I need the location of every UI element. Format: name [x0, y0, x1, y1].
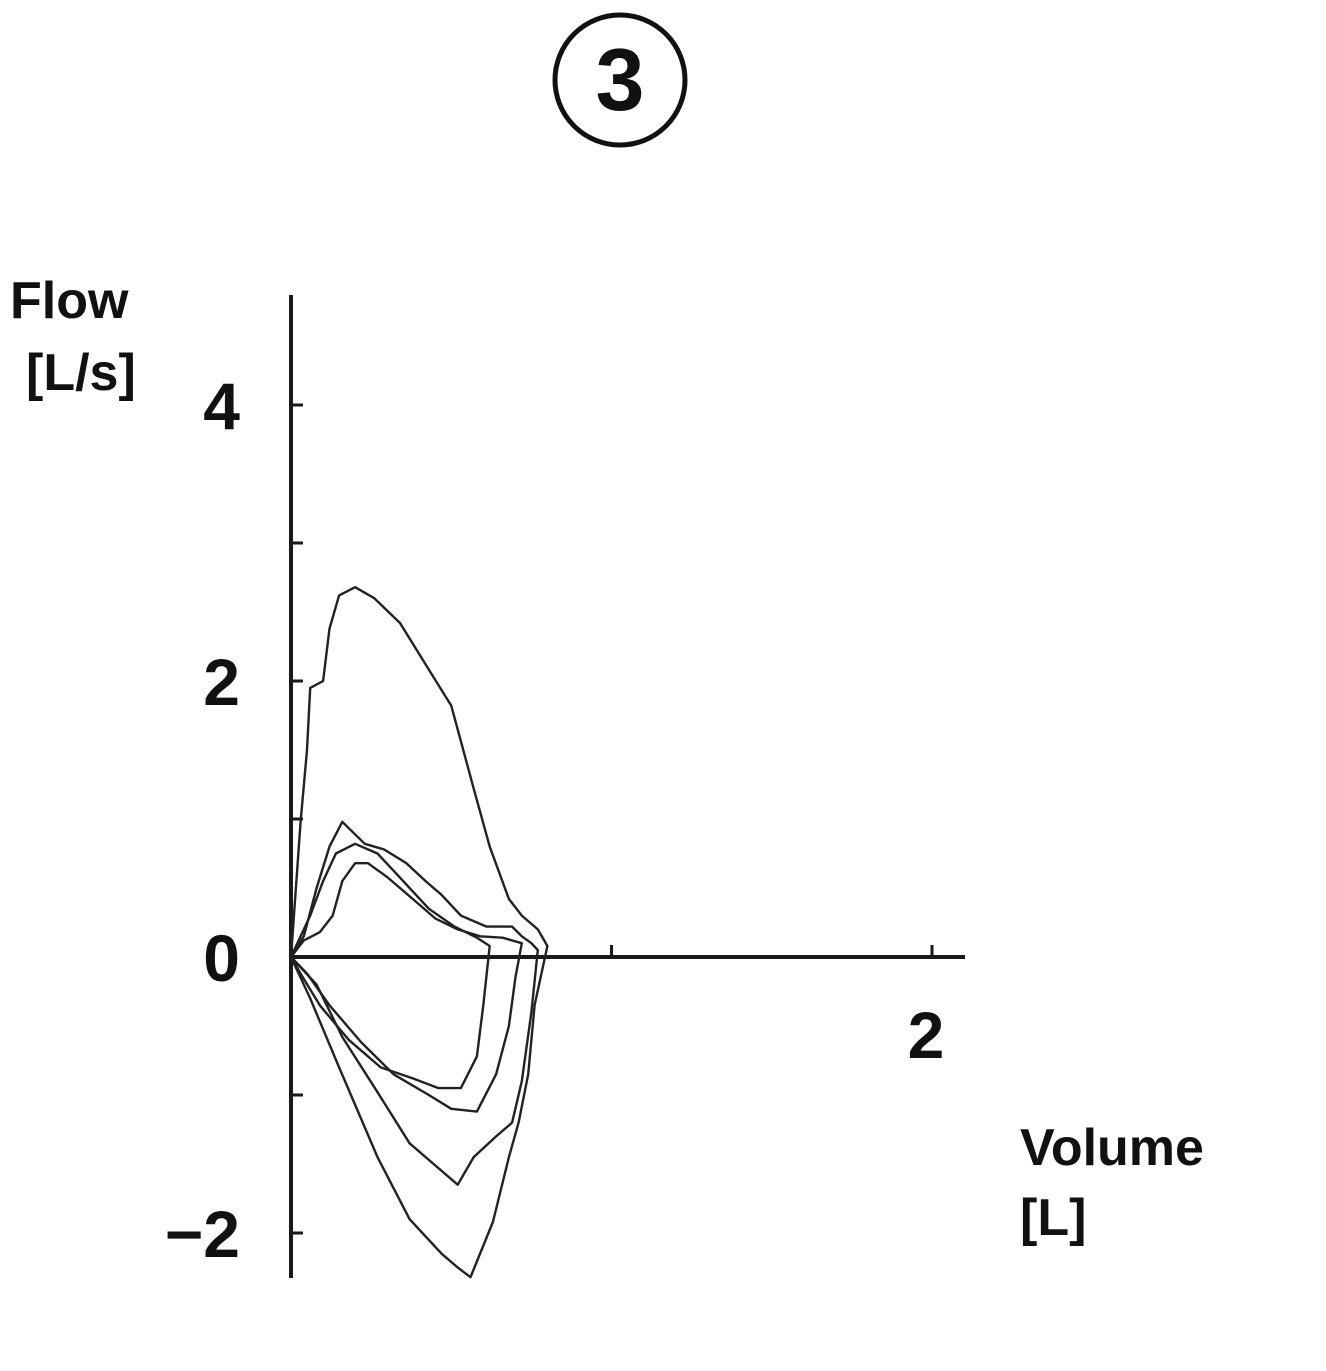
x-tick-label: 2: [908, 998, 945, 1072]
y-tick-label: 2: [203, 645, 240, 719]
axis-ticks: [291, 403, 934, 1235]
flow-volume-loop-3: [289, 862, 523, 1113]
x-axis-unit: [L]: [1020, 1189, 1086, 1247]
axis-tick-labels: 4 2 0 −2 2: [165, 369, 945, 1271]
y-axis-unit: [L/s]: [26, 344, 136, 402]
flow-volume-loops: [289, 586, 549, 1279]
panel-label: 3: [552, 12, 688, 148]
y-tick-label: −2: [165, 1197, 240, 1271]
panel-label-number: 3: [596, 30, 645, 129]
y-tick-label: 4: [203, 369, 240, 443]
y-tick-label: 0: [203, 921, 240, 995]
flow-volume-loop-4: [289, 842, 491, 1090]
y-axis-title: Flow: [10, 272, 129, 330]
x-axis-title: Volume: [1020, 1119, 1204, 1177]
flow-volume-loop-2: [289, 820, 539, 1186]
flow-volume-loop-1: [289, 586, 549, 1279]
panel-label-circle: [552, 12, 688, 148]
